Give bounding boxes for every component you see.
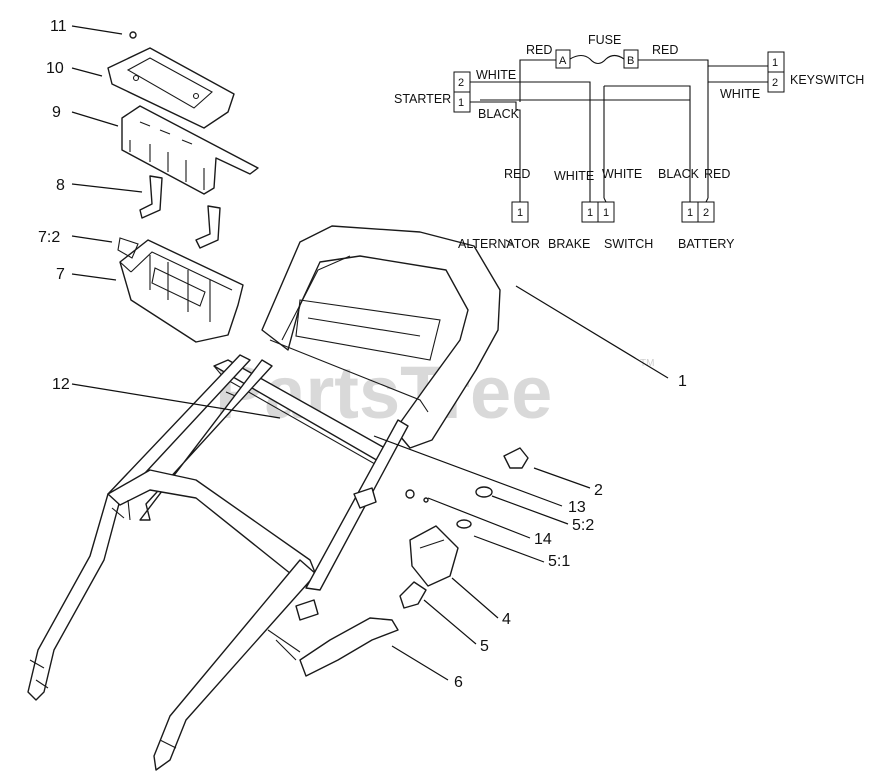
wire-red-alternator-label: RED (504, 167, 530, 181)
battery-clip-part (139, 175, 221, 249)
wiring-schematic: 2 1 STARTER 1 2 KEYSWITCH A B FUSE RED R… (394, 33, 864, 251)
battery-cover-part (107, 47, 235, 129)
switch-label: SWITCH (604, 237, 653, 251)
callout-7-2: 7:2 (38, 229, 60, 246)
callout-2: 2 (594, 482, 603, 499)
callout-14: 14 (534, 531, 552, 548)
keyswitch-part (399, 581, 427, 609)
callout-7: 7 (56, 266, 65, 283)
callout-5-2: 5:2 (572, 517, 594, 534)
screw-part (129, 31, 137, 39)
fuse-label: FUSE (588, 33, 621, 47)
battery-terminal-2-label: 2 (703, 207, 709, 219)
wire-red-left-label: RED (526, 43, 552, 57)
callout-9: 9 (52, 104, 61, 121)
callout-1: 1 (678, 373, 687, 390)
callout-5-1: 5:1 (548, 553, 570, 570)
key-part (503, 447, 529, 469)
battery-tray-tab (117, 237, 139, 259)
lower-handle-part (27, 354, 409, 771)
fuse-symbol (569, 54, 625, 65)
wire-red-right-label: RED (652, 43, 678, 57)
keyswitch-terminal-1-label: 1 (772, 57, 778, 69)
starter-terminal-1-label: 1 (458, 97, 464, 109)
starter-terminal-2-label: 2 (458, 77, 464, 89)
callout-6: 6 (454, 674, 463, 691)
keyswitch-bracket-part (409, 525, 459, 587)
wire-white-brake-label: WHITE (554, 169, 594, 183)
switch-terminal-label: 1 (603, 207, 609, 219)
handle-console-part (261, 225, 501, 449)
wire-red-battery-label: RED (704, 167, 730, 181)
wire-black-starter-label: BLACK (478, 107, 520, 121)
screw-1-part (505, 239, 513, 245)
wire-harness-part (267, 617, 399, 677)
brake-terminal-label: 1 (587, 207, 593, 219)
wire-black-battery-label: BLACK (658, 167, 700, 181)
callout-8: 8 (56, 177, 65, 194)
callout-5: 5 (480, 638, 489, 655)
wire-white-starter-label: WHITE (476, 68, 516, 82)
fuse-b-label: B (627, 55, 634, 67)
fuse-a-label: A (559, 55, 567, 67)
wire-white-switch-label: WHITE (602, 167, 642, 181)
battery-tray-part (117, 237, 244, 343)
watermark-tm: TM (640, 358, 654, 369)
callout-10: 10 (46, 60, 64, 77)
callout-12: 12 (52, 376, 70, 393)
battery-label: BATTERY (678, 237, 735, 251)
battery-terminal-1-label: 1 (687, 207, 693, 219)
callout-11: 11 (50, 18, 67, 35)
alternator-label: ALTERNATOR (458, 237, 540, 251)
wire-white-keyswitch-label: WHITE (720, 87, 760, 101)
brake-label: BRAKE (548, 237, 590, 251)
cable-clip-part (353, 487, 377, 509)
battery-part (121, 105, 259, 195)
alternator-terminal-label: 1 (517, 207, 523, 219)
leader-lines (71, 25, 669, 681)
callout-4: 4 (502, 611, 511, 628)
callout-labels: 11 10 9 8 7:2 7 12 1 2 13 5:2 14 5:1 4 5… (38, 18, 687, 691)
keyswitch-terminal-2-label: 2 (772, 77, 778, 89)
starter-label: STARTER (394, 92, 451, 106)
keyswitch-label: KEYSWITCH (790, 73, 864, 87)
callout-13: 13 (568, 499, 586, 516)
washer-part (405, 486, 493, 529)
